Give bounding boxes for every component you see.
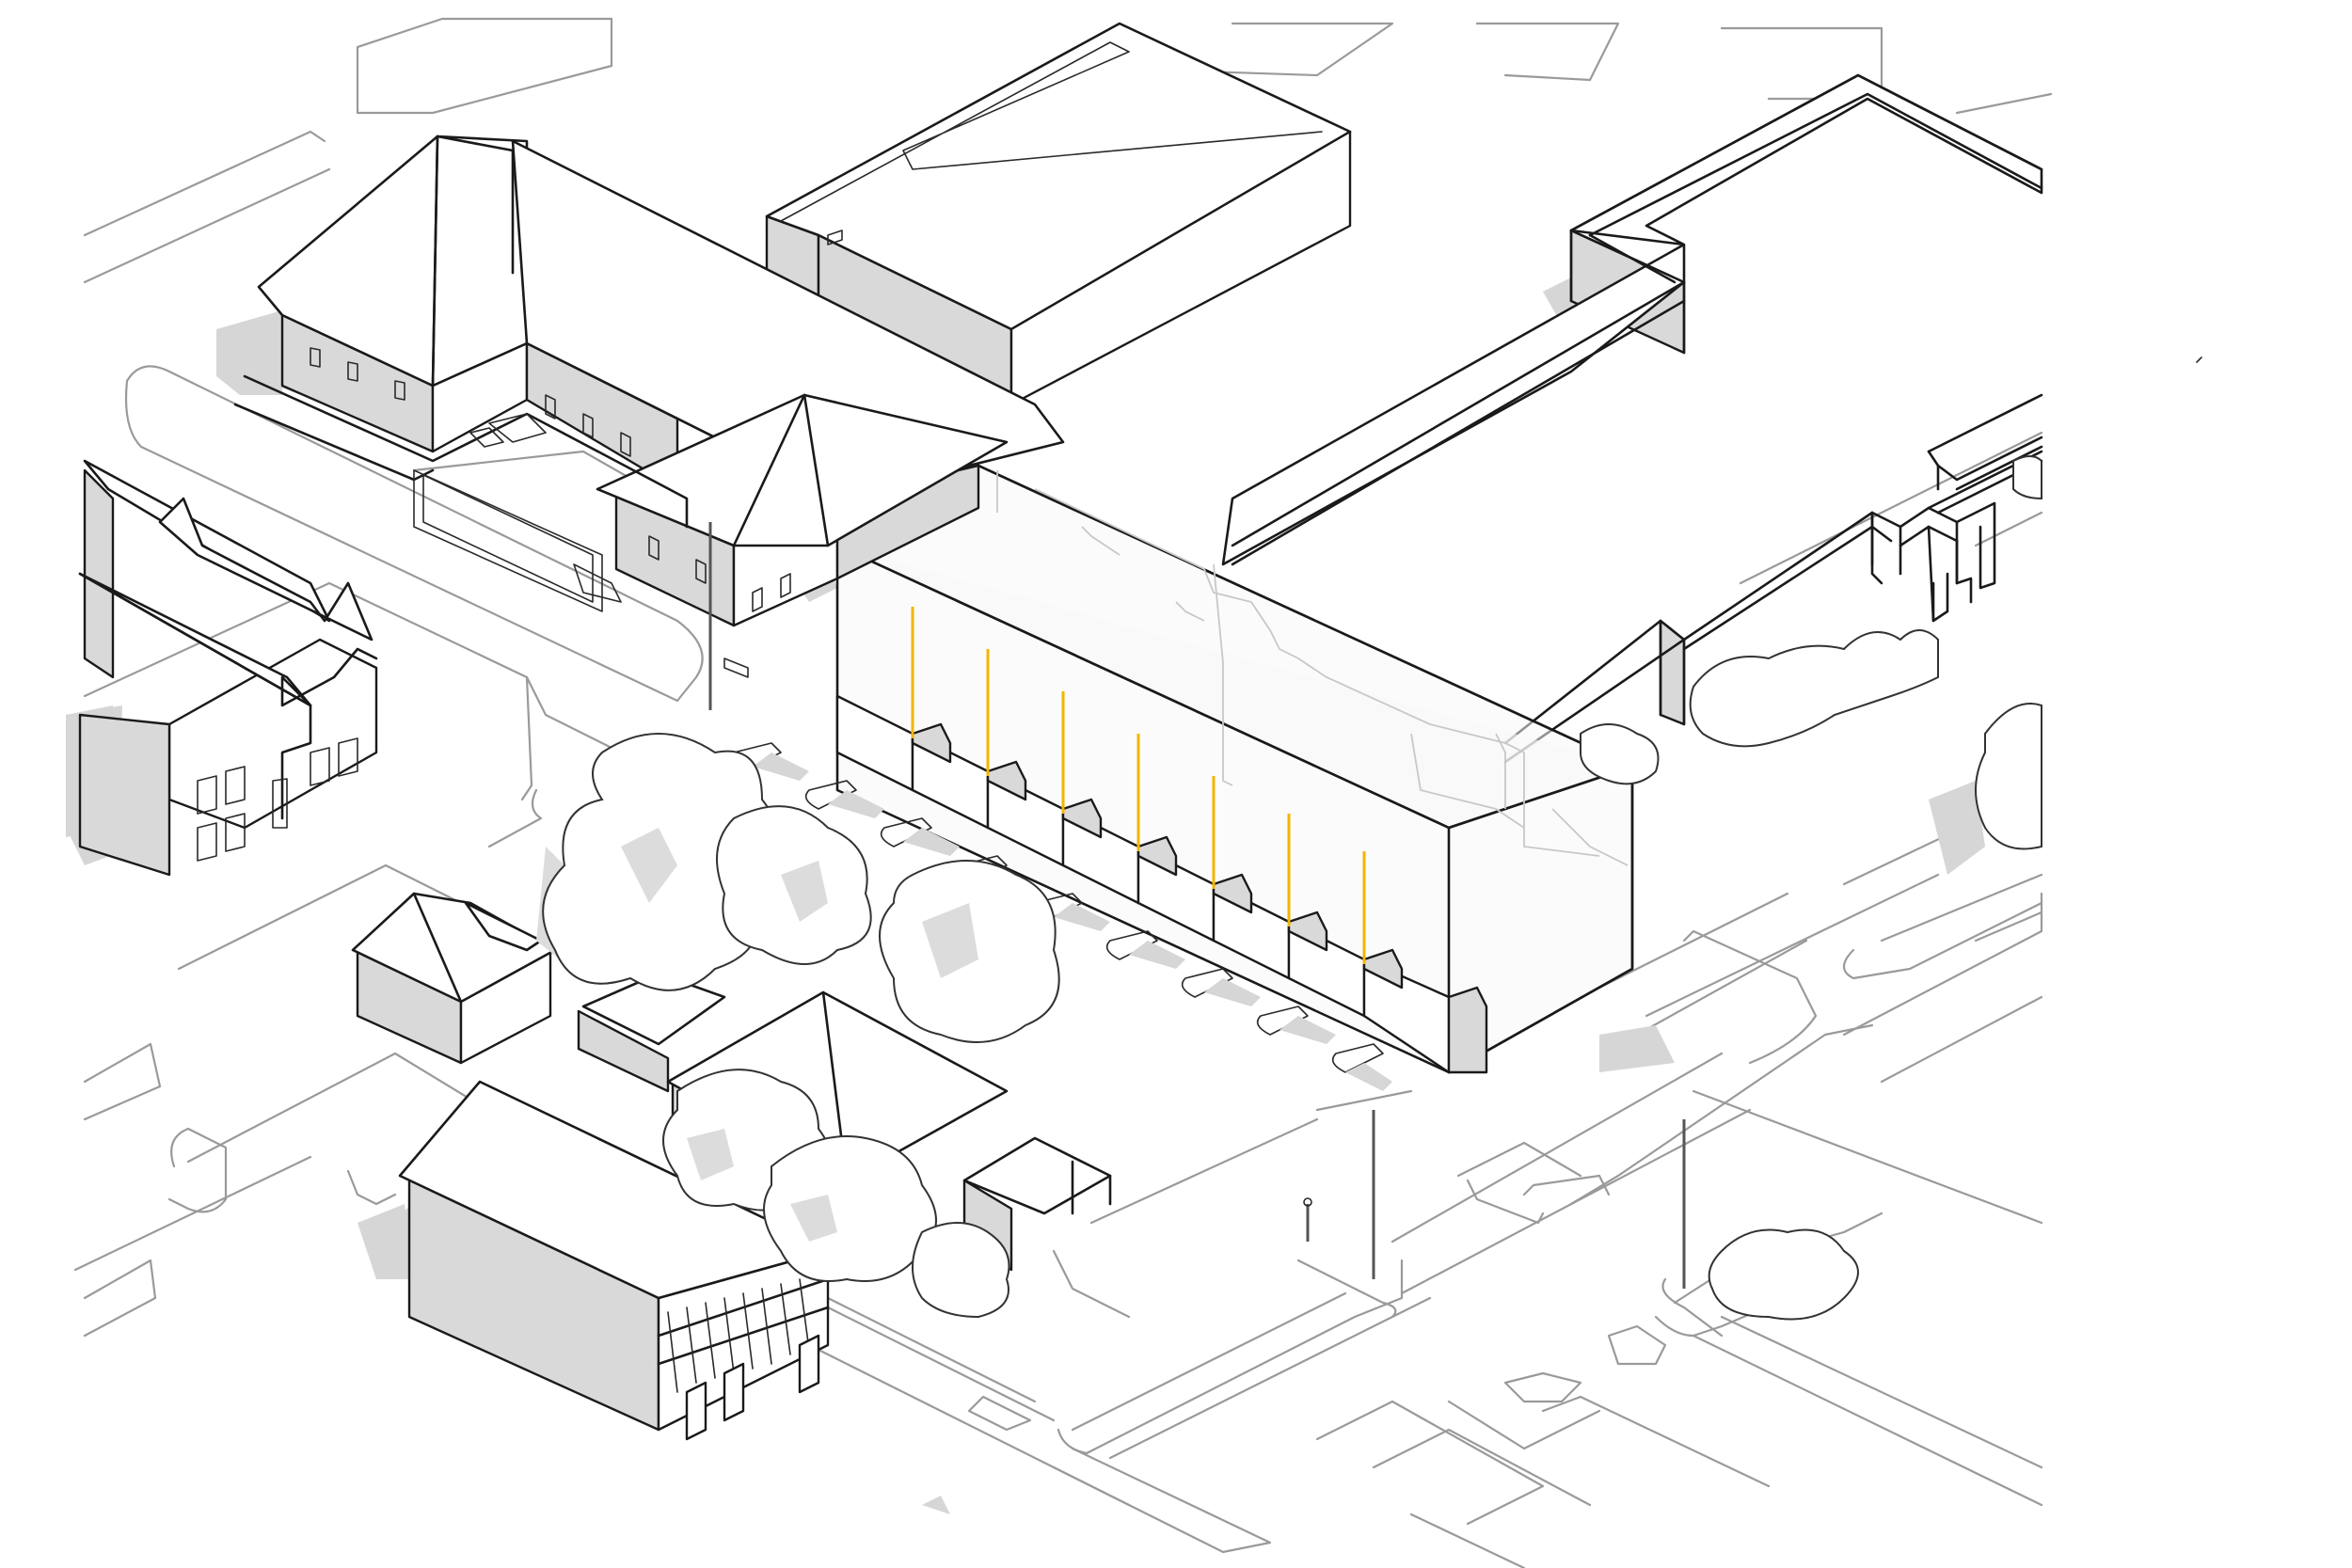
small-house-west bbox=[351, 892, 557, 1065]
tree-south-c bbox=[912, 1222, 1010, 1319]
street-poles bbox=[1303, 1110, 1686, 1289]
shrub-roundabout bbox=[1708, 1228, 1859, 1321]
trees bbox=[536, 455, 2042, 1321]
shrubs-north-east bbox=[2012, 455, 2042, 500]
tree-large-nw bbox=[536, 733, 872, 991]
street-network bbox=[73, 17, 2053, 1568]
warehouse-building-east bbox=[1221, 73, 2043, 764]
historic-two-wing-building bbox=[216, 135, 1065, 710]
edge-mark bbox=[2196, 356, 2202, 363]
proposed-building bbox=[835, 464, 1634, 1074]
warehouse-building-north bbox=[765, 22, 1352, 406]
garage-house bbox=[577, 972, 726, 1093]
shrub-cluster-east bbox=[1580, 629, 1939, 785]
gable-house-south bbox=[358, 1080, 834, 1441]
tree-south-b bbox=[763, 1135, 937, 1282]
tree-mid bbox=[879, 860, 1060, 1043]
curb-cuts bbox=[729, 742, 1392, 1091]
row-house-left bbox=[66, 459, 378, 877]
tree-far-east bbox=[1975, 703, 2042, 850]
